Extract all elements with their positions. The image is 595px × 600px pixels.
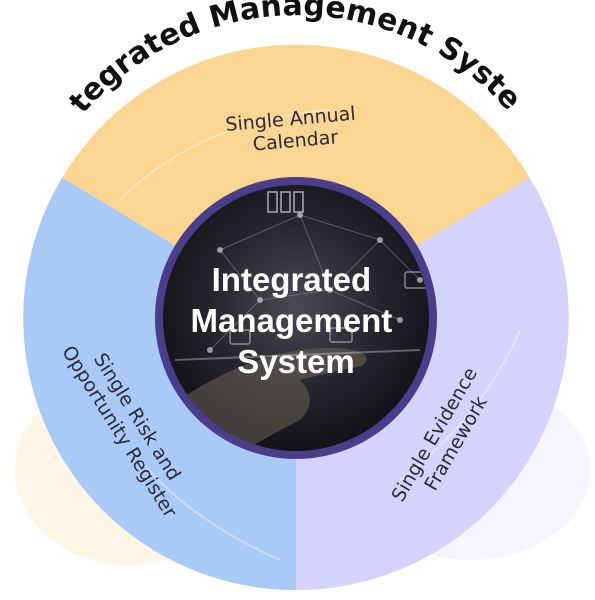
server-rack-icons <box>267 191 304 213</box>
center-line-2: Management <box>191 302 393 339</box>
center-line-3: System <box>237 343 354 380</box>
ring-swirl-decoration <box>119 109 521 561</box>
device-icons <box>229 271 428 345</box>
center-line-1: Integrated <box>212 261 372 298</box>
center-title: Integrated Management System <box>191 261 402 380</box>
